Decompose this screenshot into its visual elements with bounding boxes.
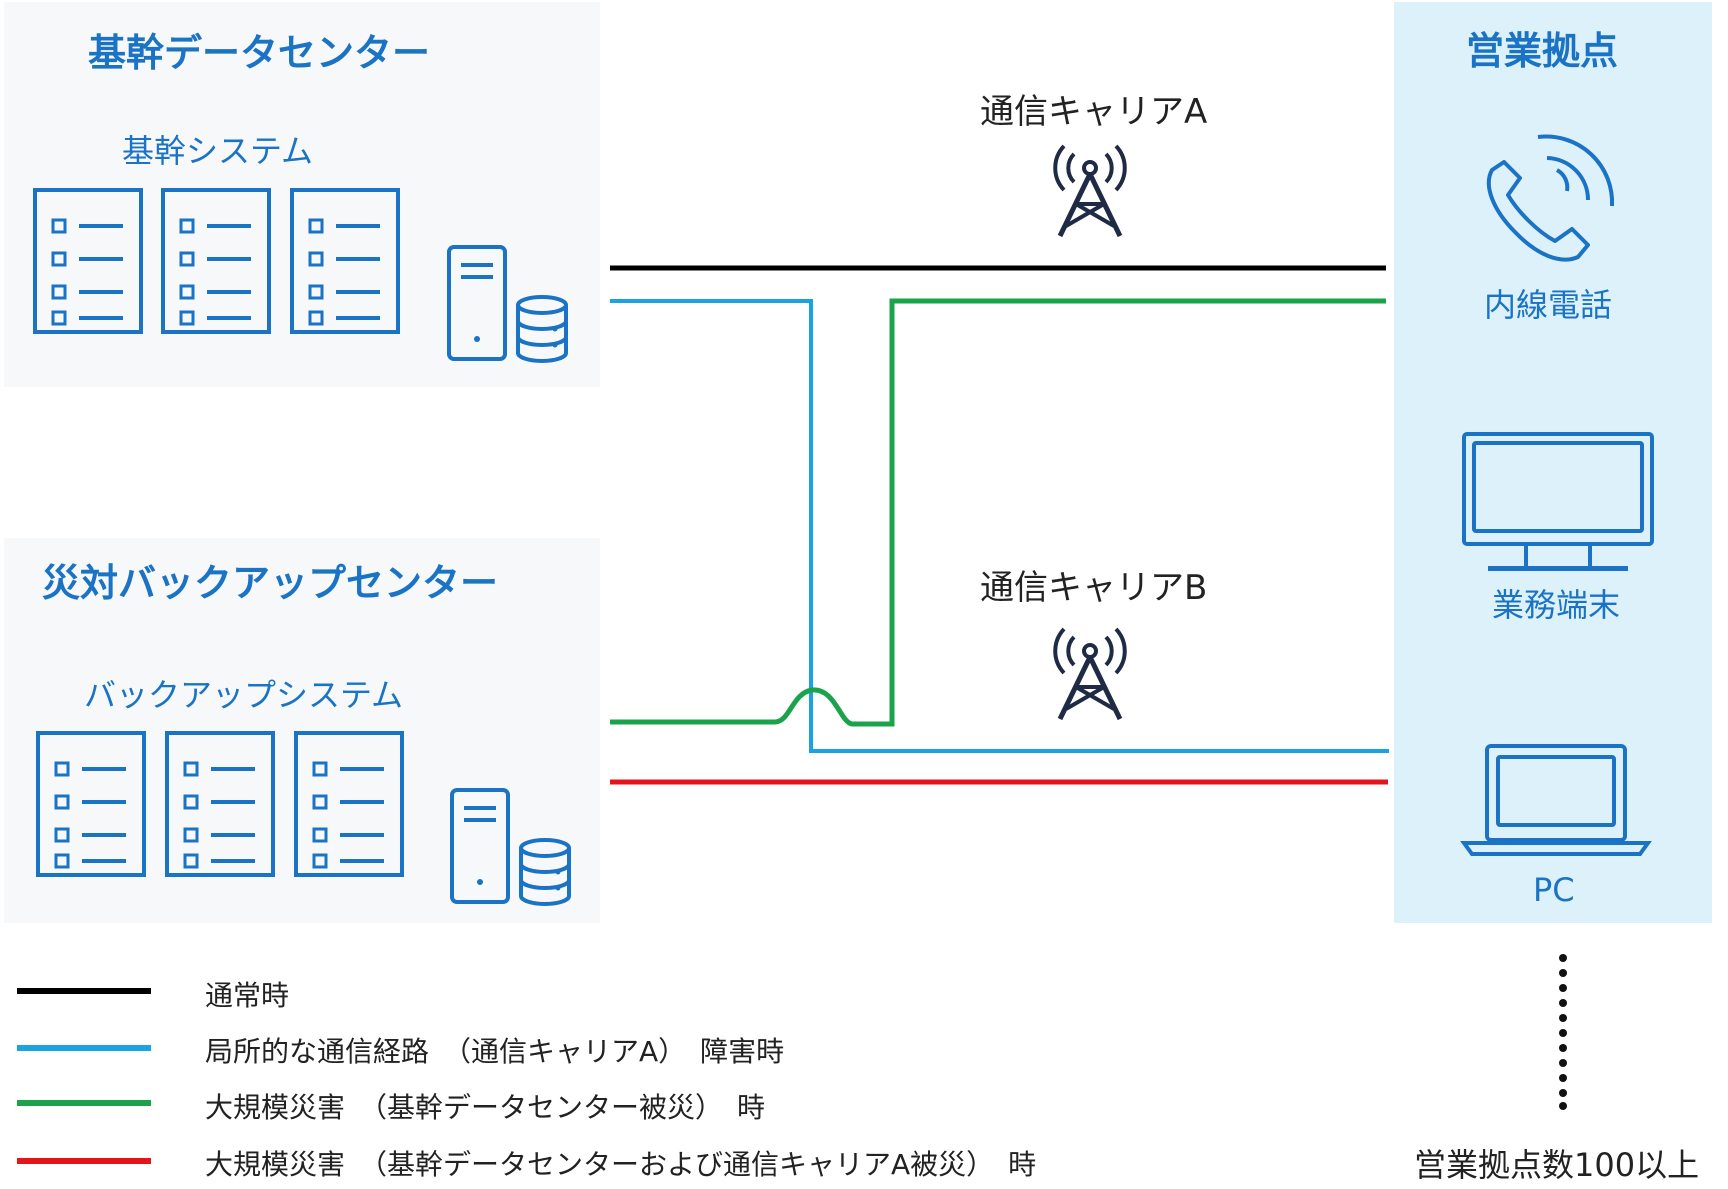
device-label-pc: PC xyxy=(1533,871,1575,909)
database-icon xyxy=(516,295,568,363)
carrier-a-label: 通信キャリアA xyxy=(980,92,1208,132)
legend-label-full-disaster: 大規模災害 （基幹データセンターおよび通信キャリアA被災） 時 xyxy=(205,1148,1037,1181)
tower-pc-icon xyxy=(450,788,510,904)
legend-label-carrier-a-fault: 局所的な通信経路 （通信キャリアA） 障害時 xyxy=(205,1035,785,1068)
server-rack-icon xyxy=(161,188,271,334)
legend-line-full-disaster xyxy=(17,1158,151,1164)
backup-datacenter-panel xyxy=(4,538,600,923)
server-rack-icon xyxy=(294,731,404,877)
legend-label-core-disaster: 大規模災害 （基幹データセンター被災） 時 xyxy=(205,1091,766,1124)
cell-tower-icon xyxy=(1055,629,1125,719)
legend-label-normal: 通常時 xyxy=(205,979,290,1012)
sales-site-count-note: 営業拠点数100以上 xyxy=(1414,1146,1700,1184)
carrier-a-fault-route-line xyxy=(610,299,1389,753)
cell-tower-icon xyxy=(1055,146,1125,236)
legend-line-normal xyxy=(17,988,151,994)
core-system-label: 基幹システム xyxy=(122,132,314,170)
database-icon xyxy=(519,838,571,906)
backup-datacenter-title: 災対バックアップセンター xyxy=(42,561,499,605)
server-rack-icon xyxy=(33,188,143,334)
server-rack-icon xyxy=(36,731,146,877)
carrier-b-label: 通信キャリアB xyxy=(980,568,1208,608)
sales-site-panel xyxy=(1394,2,1712,923)
legend-line-core-disaster xyxy=(17,1100,151,1106)
server-rack-icon xyxy=(290,188,400,334)
core-datacenter-title: 基幹データセンター xyxy=(88,31,431,75)
sales-site-title: 営業拠点 xyxy=(1466,29,1619,73)
phone-icon xyxy=(1486,134,1615,262)
monitor-icon xyxy=(1462,432,1654,571)
device-label-terminal: 業務端末 xyxy=(1492,586,1621,624)
backup-system-label: バックアップシステム xyxy=(84,676,404,714)
core-disaster-route-line xyxy=(610,298,1386,727)
laptop-icon xyxy=(1460,744,1652,856)
device-label-phone: 内線電話 xyxy=(1484,286,1613,324)
server-rack-icon xyxy=(165,731,275,877)
core-datacenter-panel xyxy=(4,2,600,387)
legend-line-carrier-a-fault xyxy=(17,1045,151,1051)
more-sites-ellipsis xyxy=(1559,954,1567,1110)
tower-pc-icon xyxy=(447,245,507,361)
